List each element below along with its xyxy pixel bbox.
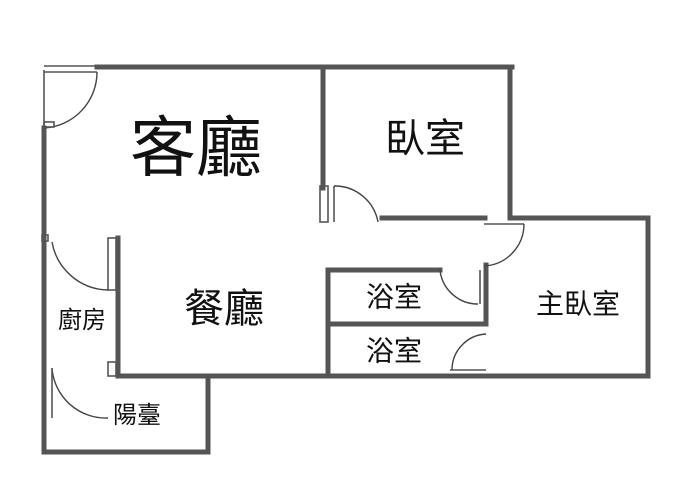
label-balcony: 陽臺	[113, 401, 161, 429]
walls	[41, 64, 651, 455]
bedroom-door-swing	[333, 185, 379, 223]
doors	[41, 70, 525, 419]
label-master-bedroom: 主臥室	[536, 288, 620, 321]
kitchen-jamb-right	[107, 237, 117, 291]
entrance-door-swing	[43, 71, 98, 129]
kitchen-jamb-left	[41, 234, 49, 242]
kitchen-door-swing	[51, 241, 109, 291]
bath2-door-swing	[451, 333, 487, 371]
label-bathroom-2: 浴室	[366, 335, 422, 368]
label-dining-room: 餐廳	[184, 286, 264, 332]
label-kitchen: 廚房	[58, 306, 106, 334]
bedroom-jamb	[319, 185, 329, 223]
kitchen2-door-swing	[51, 367, 109, 419]
kitchen2-jamb-right	[107, 361, 117, 377]
label-bathroom-1: 浴室	[366, 281, 422, 314]
entrance-jamb	[43, 121, 55, 128]
master-door-swing	[483, 223, 525, 267]
label-living-room: 客廳	[130, 110, 262, 187]
bath1-door-swing	[439, 269, 479, 305]
label-bedroom: 臥室	[385, 116, 465, 162]
